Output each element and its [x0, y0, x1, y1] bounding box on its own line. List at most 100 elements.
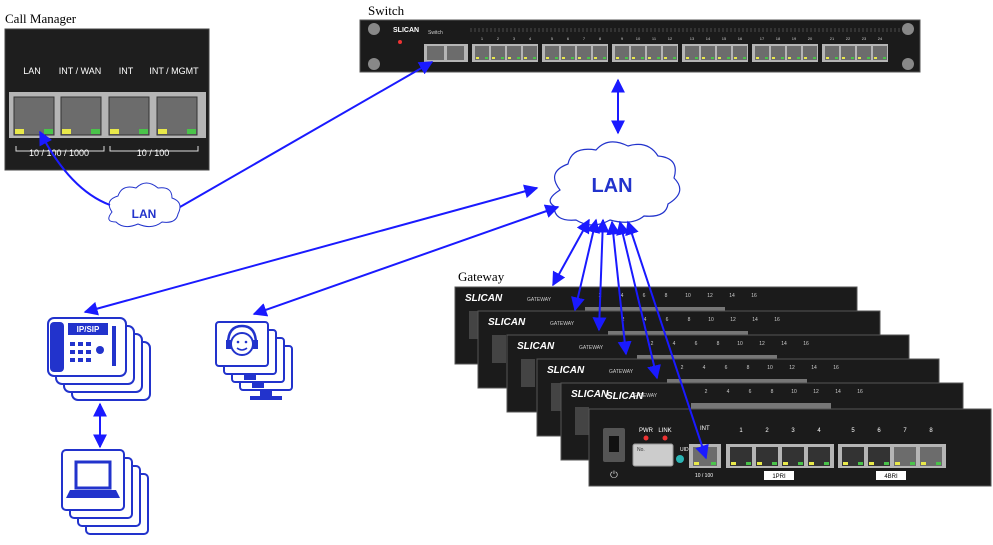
gw-port-number: 4 — [673, 341, 676, 347]
lan-cloud-small: LAN — [108, 182, 181, 228]
switch-port-number: 11 — [652, 36, 657, 41]
switch-port-led — [718, 57, 721, 59]
gw-unit-brand: SLICAN — [547, 365, 585, 376]
gw-port-number: 12 — [813, 389, 819, 395]
switch-port — [523, 46, 537, 60]
switch-port — [475, 46, 489, 60]
gw-port-number: 8 — [688, 317, 691, 323]
gw-port-number: 7 — [903, 428, 907, 434]
gw-port-number: 10 — [791, 389, 797, 395]
gw-port-number: 10 — [737, 341, 743, 347]
connection-arrows — [39, 61, 709, 460]
gw-port-number: 2 — [765, 428, 769, 434]
gw-unit-brand: SLICAN — [571, 389, 609, 400]
switch-port-number: 18 — [776, 36, 781, 41]
gw-port-number: 16 — [751, 293, 757, 299]
switch-port — [733, 46, 747, 60]
gw-unit-model: GATEWAY — [579, 345, 604, 351]
phone-screen-label: IP/SIP — [77, 325, 100, 334]
switch-port-led — [673, 57, 676, 59]
gw-brand: SLICAN — [606, 391, 644, 402]
switch-port-number: 21 — [830, 36, 835, 41]
gw-port-led — [936, 462, 941, 465]
cm-port-label: INT — [119, 66, 134, 76]
gw-port — [782, 447, 804, 466]
arrow-cloud-to-switch — [179, 61, 434, 208]
switch-port — [701, 46, 715, 60]
laptop-stack — [61, 449, 149, 535]
gw-group-left: 1PRI — [772, 474, 786, 480]
switch-port-number: 4 — [529, 36, 532, 41]
cm-port-label: INT / MGMT — [149, 66, 199, 76]
switch-port-number: 12 — [668, 36, 673, 41]
gw-port — [808, 447, 830, 466]
gw-link-label: LINK — [658, 428, 671, 434]
switch-port-led — [842, 57, 845, 59]
call-manager-label: Call Manager — [5, 11, 77, 26]
gw-port-number: 12 — [707, 293, 713, 299]
switch-port-led — [743, 57, 746, 59]
gw-port — [894, 447, 916, 466]
gw-port-led — [772, 462, 777, 465]
switch-port-led — [686, 57, 689, 59]
switch-port-led — [476, 57, 479, 59]
switch-port — [717, 46, 731, 60]
switch-port-led — [858, 57, 861, 59]
gw-int-label: INT — [700, 426, 710, 432]
cm-port-label: LAN — [23, 66, 41, 76]
gw-port-number: 8 — [771, 389, 774, 395]
switch-port-led — [517, 57, 520, 59]
gw-port-number: 6 — [695, 341, 698, 347]
switch-model: Switch — [428, 30, 443, 36]
arrow-lan-to-gateway — [625, 220, 709, 460]
gw-port-led — [910, 462, 915, 465]
switch-port-led — [641, 57, 644, 59]
gw-port-number: 16 — [803, 341, 809, 347]
switch-port — [545, 46, 559, 60]
gw-port-led — [858, 462, 863, 465]
switch-port-led — [508, 57, 511, 59]
switch-port-number: 23 — [862, 36, 867, 41]
switch-port-led — [756, 57, 759, 59]
switch-port-led — [772, 57, 775, 59]
switch-port-led — [524, 57, 527, 59]
gw-port-number: 2 — [681, 365, 684, 371]
cm-port — [60, 96, 102, 136]
gw-port-number: 10 — [685, 293, 691, 299]
gw-port-number: 6 — [725, 365, 728, 371]
gw-port-led — [757, 462, 762, 465]
lan-cloud-big-label: LAN — [591, 175, 632, 197]
switch-port-led — [546, 57, 549, 59]
switch-port-number: 3 — [513, 36, 516, 41]
switch-port-number: 10 — [636, 36, 641, 41]
switch-port-led — [603, 57, 606, 59]
cm-port-label: INT / WAN — [59, 66, 102, 76]
screw-icon — [902, 23, 914, 35]
switch-port-led — [485, 57, 488, 59]
screw-icon — [368, 58, 380, 70]
switch-port-led — [632, 57, 635, 59]
switch-port-number: 14 — [706, 36, 711, 41]
switch-port — [825, 46, 839, 60]
switch-port-number: 20 — [808, 36, 813, 41]
switch-port — [427, 46, 444, 60]
switch-label: Switch — [368, 3, 405, 18]
gw-port-led — [731, 462, 736, 465]
lan-cloud-small-label: LAN — [132, 207, 157, 221]
gw-port-number: 16 — [857, 389, 863, 395]
switch-port-led — [616, 57, 619, 59]
gw-port-number: 12 — [759, 341, 765, 347]
switch-port-led — [711, 57, 714, 59]
switch-port — [857, 46, 871, 60]
switch-port-led — [587, 57, 590, 59]
switch-port — [491, 46, 505, 60]
gw-port-number: 16 — [774, 317, 780, 323]
gw-port — [730, 447, 752, 466]
switch-port-led — [625, 57, 628, 59]
switch-port-number: 22 — [846, 36, 851, 41]
switch-port-number: 24 — [878, 36, 883, 41]
switch-port-number: 9 — [621, 36, 624, 41]
switch-port-number: 1 — [481, 36, 484, 41]
switch-port-number: 16 — [738, 36, 743, 41]
